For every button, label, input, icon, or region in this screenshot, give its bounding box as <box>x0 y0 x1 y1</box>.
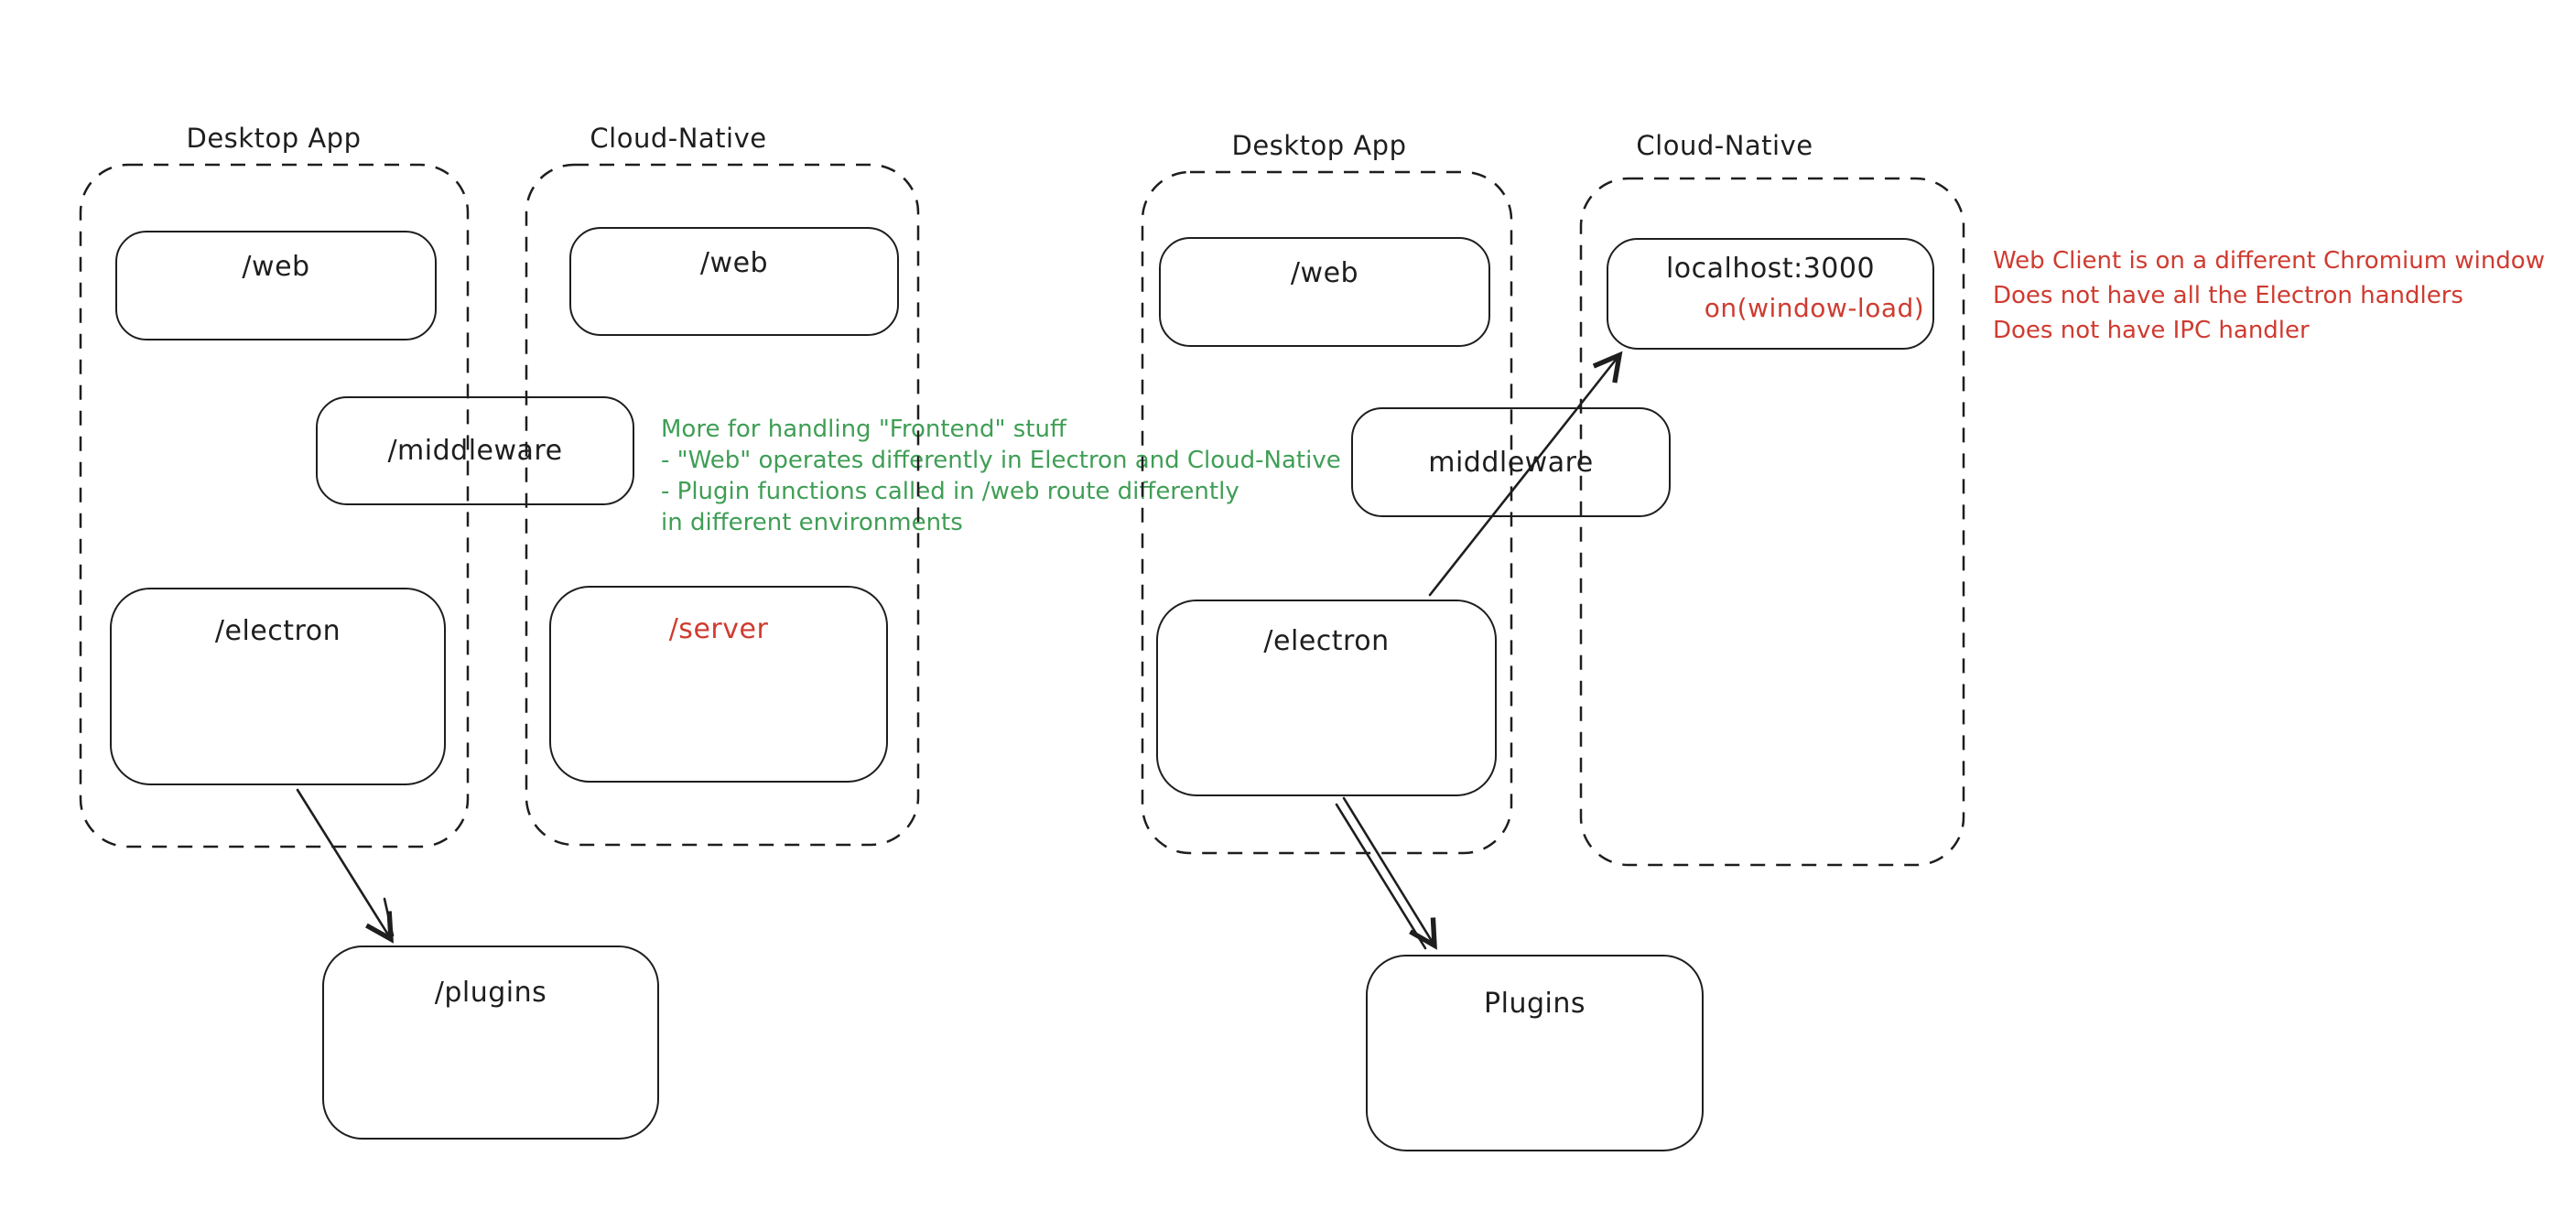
box-label: localhost:3000 <box>1665 253 1876 285</box>
box-label: /plugins <box>434 977 547 1009</box>
note-line: - Plugin functions called in /web route … <box>661 478 1239 505</box>
left-web-desktop-box: /web <box>115 231 437 340</box>
right-electron-to-plugins-arrow <box>1342 796 1437 950</box>
left-cloud-native-label: Cloud-Native <box>590 123 767 154</box>
red-note: Web Client is on a different Chromium wi… <box>1993 243 2545 348</box>
left-electron-box: /electron <box>110 588 446 785</box>
note-line: - "Web" operates differently in Electron… <box>661 447 1341 474</box>
box-label: /electron <box>1263 625 1390 657</box>
right-plugins-box: Plugins <box>1366 955 1704 1151</box>
right-desktop-app-label: Desktop App <box>1231 130 1407 161</box>
note-line: Does not have IPC handler <box>1993 317 2310 344</box>
right-cloud-native-label: Cloud-Native <box>1636 130 1813 161</box>
right-middleware-box: middleware <box>1351 407 1671 517</box>
left-middleware-box: /middleware <box>316 396 634 505</box>
left-arrow-extra-stroke <box>383 897 395 937</box>
box-label: /server <box>668 613 769 645</box>
box-label: middleware <box>1428 446 1594 479</box>
box-label: Plugins <box>1484 988 1586 1020</box>
localhost-box-content: localhost:3000 on(window-load) <box>1608 253 1932 323</box>
green-note: More for handling "Frontend" stuff - "We… <box>661 414 1341 538</box>
right-electron-box: /electron <box>1156 600 1497 796</box>
on-window-load-label: on(window-load) <box>1704 293 1925 323</box>
note-line: Web Client is on a different Chromium wi… <box>1993 247 2545 275</box>
box-label: /electron <box>214 615 341 647</box>
note-line: Does not have all the Electron handlers <box>1993 282 2463 309</box>
left-web-cloud-box: /web <box>569 227 899 336</box>
note-line: in different environments <box>661 509 963 536</box>
left-server-box: /server <box>549 586 888 783</box>
left-plugins-box: /plugins <box>322 946 659 1140</box>
left-desktop-app-label: Desktop App <box>186 123 362 154</box>
right-localhost-box: localhost:3000 on(window-load) <box>1607 238 1934 350</box>
box-label: /web <box>699 247 769 279</box>
left-electron-to-plugins-arrow <box>296 788 394 944</box>
box-label: /web <box>1290 257 1359 289</box>
box-label: /middleware <box>387 435 563 467</box>
box-label: /web <box>242 251 310 283</box>
right-web-box: /web <box>1159 237 1490 347</box>
right-arrow-extra-stroke <box>1335 803 1427 950</box>
note-line: More for handling "Frontend" stuff <box>661 416 1066 443</box>
